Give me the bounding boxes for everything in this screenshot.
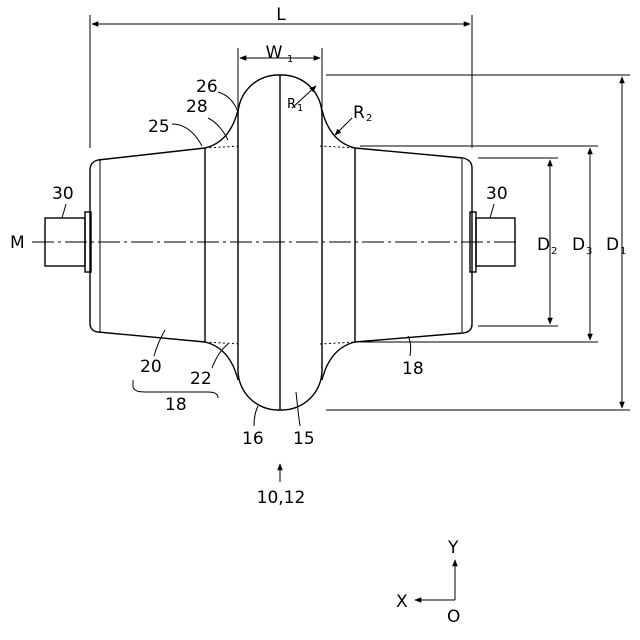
label-D2: D	[537, 235, 550, 255]
label-D1-sub: 1	[620, 246, 626, 257]
label-W1-sub: 1	[287, 54, 293, 65]
dimension-D3: D 3	[360, 146, 598, 342]
ref-20: 20	[140, 357, 162, 377]
ref-16: 16	[242, 429, 264, 449]
central-flange	[238, 75, 322, 410]
ref-10-12: 10,12	[257, 488, 306, 508]
tapered-body-left	[90, 148, 205, 342]
label-W1: W	[266, 43, 283, 63]
axis-O: O	[447, 607, 460, 627]
label-D3-sub: 3	[586, 246, 592, 257]
center-axis-M: M	[10, 233, 520, 253]
axis-Y: Y	[447, 538, 459, 558]
axis-X: X	[396, 592, 408, 612]
label-R2: R	[353, 103, 365, 123]
ref-30-left: 30	[52, 184, 74, 204]
tapered-body-right	[355, 148, 472, 342]
label-M: M	[10, 233, 25, 253]
ref-15: 15	[293, 429, 315, 449]
label-R1: R	[287, 97, 296, 112]
ref-25: 25	[148, 117, 170, 137]
label-R2-sub: 2	[366, 113, 372, 124]
radius-callouts: R 1 R 2	[287, 86, 372, 135]
label-L: L	[276, 5, 286, 25]
label-D3: D	[572, 235, 585, 255]
ref-26: 26	[196, 77, 218, 97]
coordinate-axes: Y X O	[396, 538, 460, 627]
ref-22: 22	[190, 369, 212, 389]
ref-18-right: 18	[402, 359, 424, 379]
label-R1-sub: 1	[297, 103, 303, 114]
label-D1: D	[606, 235, 619, 255]
ref-30-right: 30	[486, 184, 508, 204]
label-D2-sub: 2	[551, 246, 557, 257]
ref-28: 28	[186, 97, 208, 117]
ref-18-bracket: 18	[165, 395, 187, 415]
